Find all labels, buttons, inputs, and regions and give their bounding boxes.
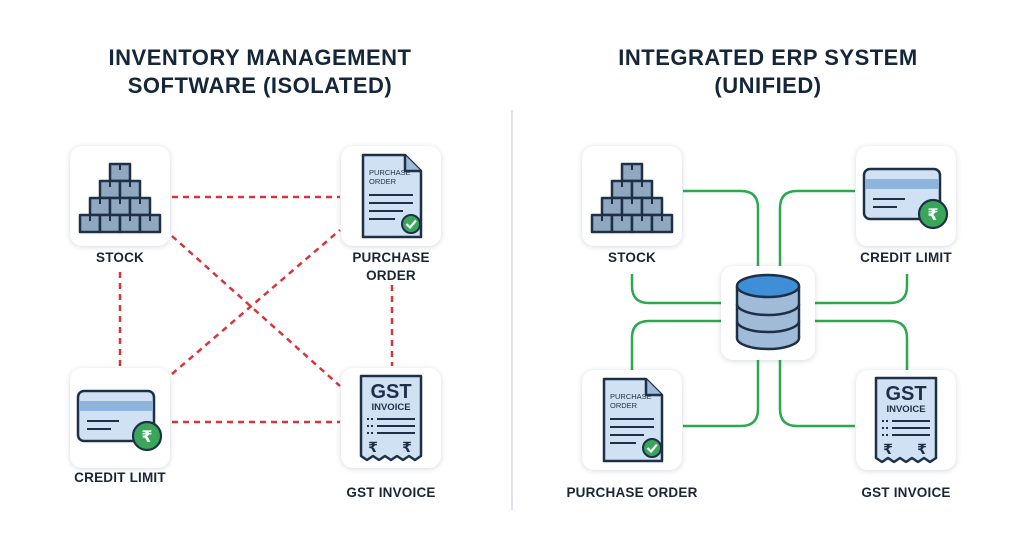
left-po-label-line2: ORDER — [366, 268, 416, 283]
isolated-link-credit-po — [171, 229, 341, 375]
left-gst-invoice-label: GST INVOICE — [346, 485, 436, 500]
left-gst-invoice-tile: GST INVOICE ₹ ₹ — [341, 368, 441, 468]
po-icon-text-line2: ORDER — [369, 177, 397, 186]
right-gst-invoice-tile: GST INVOICE ₹ ₹ — [856, 370, 956, 470]
right-credit-limit-tile: ₹ — [856, 146, 956, 246]
rupee-text: ₹ — [368, 440, 378, 456]
gst-icon-text: GST — [370, 381, 411, 403]
left-title-line2: SOFTWARE (ISOLATED) — [127, 73, 393, 98]
isolated-links — [118, 195, 394, 424]
stacked-boxes-icon — [590, 162, 674, 234]
left-panel-title: INVENTORY MANAGEMENT SOFTWARE (ISOLATED) — [60, 44, 460, 100]
credit-card-rupee-icon: ₹ — [76, 389, 163, 452]
gst-invoice-receipt-icon: GST INVOICE ₹ ₹ — [874, 376, 938, 464]
unified-link-stock — [683, 189, 760, 266]
po-icon-text-line1: PURCHASE — [610, 392, 652, 401]
unified-link-stock-vertical — [630, 274, 721, 305]
rupee-text: ₹ — [141, 427, 152, 446]
left-credit-limit-label: CREDIT LIMIT — [74, 470, 166, 485]
right-purchase-order-label: PURCHASE ORDER — [566, 485, 698, 500]
po-icon-text-line1: PURCHASE — [369, 168, 411, 177]
po-icon-text-line2: ORDER — [610, 401, 638, 410]
left-purchase-order-label: PURCHASE ORDER — [330, 249, 452, 285]
rupee-text: ₹ — [883, 442, 893, 458]
credit-card-rupee-icon: ₹ — [862, 167, 949, 230]
gst-invoice-receipt-icon: GST INVOICE ₹ ₹ — [359, 374, 423, 462]
rupee-text: ₹ — [402, 440, 412, 456]
purchase-order-document-icon: PURCHASE ORDER — [602, 377, 664, 463]
right-gst-invoice-label: GST INVOICE — [861, 485, 951, 500]
left-stock-tile — [70, 146, 170, 246]
right-credit-limit-label: CREDIT LIMIT — [860, 250, 952, 265]
purchase-order-document-icon: PURCHASE ORDER — [361, 153, 423, 239]
left-credit-limit-tile: ₹ — [70, 368, 170, 468]
right-title-line1: INTEGRATED ERP SYSTEM — [618, 45, 918, 70]
unified-link-po — [630, 319, 721, 370]
right-stock-label: STOCK — [607, 250, 656, 265]
unified-link-gst-horizontal — [778, 358, 855, 428]
right-panel-title: INTEGRATED ERP SYSTEM (UNIFIED) — [568, 44, 968, 100]
right-purchase-order-tile: PURCHASE ORDER — [582, 370, 682, 470]
right-title-line2: (UNIFIED) — [714, 73, 822, 98]
left-title-line1: INVENTORY MANAGEMENT — [108, 45, 412, 70]
panel-divider — [511, 110, 513, 510]
rupee-text: ₹ — [917, 442, 927, 458]
rupee-text: ₹ — [927, 205, 938, 224]
database-icon — [735, 273, 801, 351]
unified-links — [630, 189, 909, 428]
unified-link-credit — [778, 189, 855, 266]
unified-link-credit-vertical — [815, 274, 909, 305]
unified-link-po-horizontal — [683, 358, 760, 428]
gst-icon-text: GST — [885, 383, 926, 405]
left-stock-label: STOCK — [95, 250, 144, 265]
isolated-link-stock-gst — [171, 235, 341, 387]
database-tile — [721, 266, 815, 360]
invoice-icon-text: INVOICE — [371, 402, 410, 413]
invoice-icon-text: INVOICE — [886, 404, 925, 415]
unified-link-gst — [815, 319, 909, 370]
left-purchase-order-tile: PURCHASE ORDER — [341, 146, 441, 246]
right-stock-tile — [582, 146, 682, 246]
stacked-boxes-icon — [78, 162, 162, 234]
left-po-label-line1: PURCHASE — [352, 250, 430, 265]
